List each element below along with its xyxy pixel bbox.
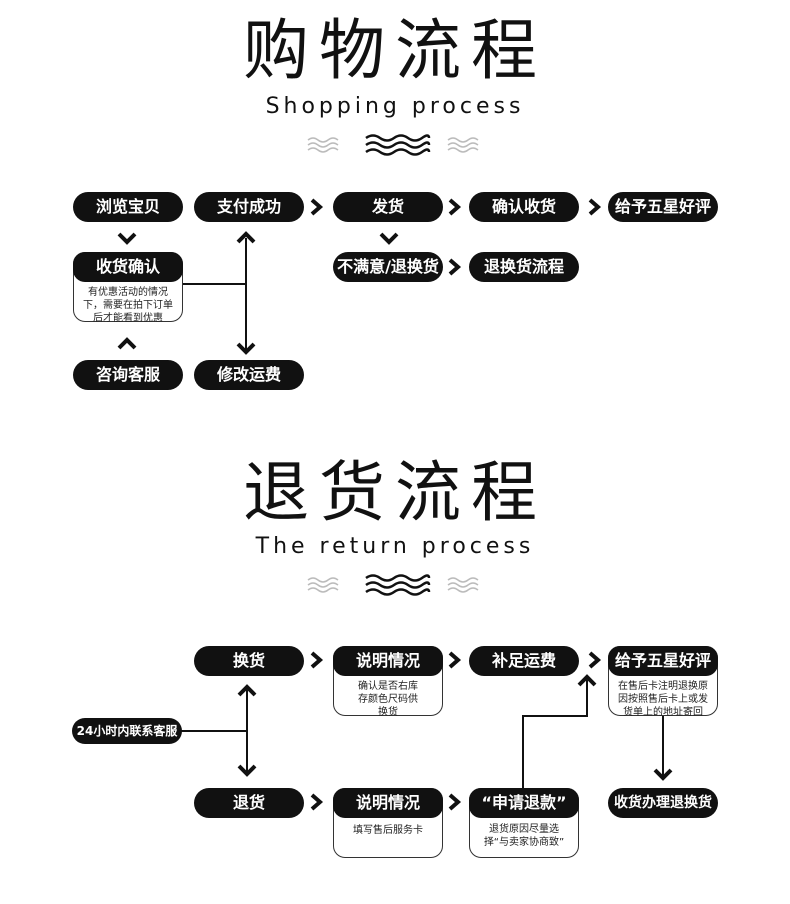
card-receive-confirm: 收货确认 有优惠活动的情况下，需要在拍下订单后才能看到优惠 (73, 252, 183, 324)
card-five-star-rating: 给予五星好评 在售后卡注明退换原因按照售后卡上或发货单上的地址寄回 (608, 646, 718, 718)
card-explain-return-note: 填写售后服务卡 (353, 825, 423, 836)
shopping-title: 购物流程 (243, 12, 547, 89)
card-explain-exchange-title: 说明情况 (333, 646, 443, 676)
card-explain-return: 说明情况 填写售后服务卡 (333, 788, 443, 858)
returns-subtitle: The return process (255, 534, 535, 559)
card-apply-refund-title: “申请退款” (469, 788, 579, 818)
step-exchange: 换货 (194, 646, 304, 676)
card-five-star-rating-note: 在售后卡注明退换原因按照售后卡上或发货单上的地址寄回 (618, 681, 708, 718)
returns-title: 退货流程 (243, 454, 547, 531)
step-confirm-receipt: 确认收货 (469, 192, 579, 222)
card-explain-return-title: 说明情况 (333, 788, 443, 818)
step-modify-shipping-fee: 修改运费 (194, 360, 304, 390)
step-return-flow: 退换货流程 (469, 252, 579, 282)
step-contact-service-24h: 24小时内联系客服 (72, 718, 182, 744)
step-return-goods: 退货 (194, 788, 304, 818)
step-ship: 发货 (333, 192, 443, 222)
card-receive-confirm-note: 有优惠活动的情况下，需要在拍下订单后才能看到优惠 (83, 287, 173, 324)
step-five-star-rating: 给予五星好评 (608, 192, 718, 222)
step-receive-process-exchange: 收货办理退换货 (608, 788, 718, 818)
shopping-subtitle: Shopping process (265, 94, 525, 119)
card-five-star-rating-title: 给予五星好评 (608, 646, 718, 676)
step-consult-service: 咨询客服 (73, 360, 183, 390)
wave-divider (307, 134, 479, 156)
step-payment-success: 支付成功 (194, 192, 304, 222)
wave-divider (307, 574, 479, 596)
card-apply-refund-note: 退货原因尽量选择“与卖家协商致” (483, 824, 565, 848)
card-explain-exchange: 说明情况 确认是否右库存颜色尺码供换货 (333, 646, 443, 718)
step-unsatisfied-return: 不满意/退换货 (333, 252, 443, 282)
step-browse: 浏览宝贝 (73, 192, 183, 222)
card-receive-confirm-title: 收货确认 (73, 252, 183, 282)
card-explain-exchange-note: 确认是否右库存颜色尺码供换货 (358, 681, 418, 718)
step-topup-shipping: 补足运费 (469, 646, 579, 676)
card-apply-refund: “申请退款” 退货原因尽量选择“与卖家协商致” (469, 788, 579, 858)
